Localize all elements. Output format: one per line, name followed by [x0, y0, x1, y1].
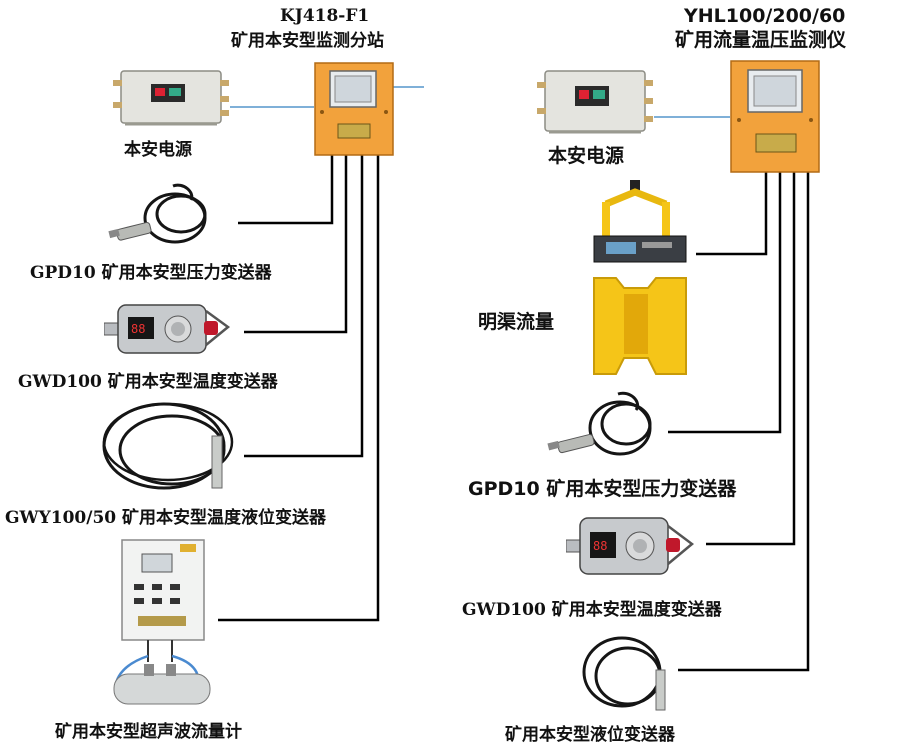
wire-right-flume [696, 172, 768, 256]
temperature-transmitter-icon: 88 [565, 510, 706, 584]
left-station-title: KJ418-F1 [280, 6, 370, 26]
right-power-label: 本安电源 [548, 145, 625, 167]
ultrasonic-flowmeter-icon [108, 536, 218, 714]
pressure-sensor-cable-icon [103, 180, 223, 256]
monitoring-instrument-device [730, 60, 820, 173]
wire-right-gpd10 [668, 172, 782, 434]
level-sensor-cable-icon [98, 396, 246, 500]
left-power-label: 本安电源 [124, 140, 192, 160]
right-flume-label: 明渠流量 [478, 311, 555, 333]
pressure-sensor-cable-icon [544, 388, 668, 468]
left-gpd10-label: GPD10 矿用本安型压力变送器 [30, 263, 272, 283]
svg-text:88: 88 [131, 322, 145, 336]
left-gwd100-label: GWD100 矿用本安型温度变送器 [18, 372, 278, 392]
power-supply-box-icon [537, 66, 655, 142]
left-station-subtitle: 矿用本安型监测分站 [231, 31, 384, 51]
wire-left-gpd10 [238, 155, 334, 225]
right-station-subtitle: 矿用流量温压监测仪 [675, 29, 847, 51]
wire-right-gwd100 [706, 172, 796, 546]
temperature-transmitter-icon: 88 [103, 297, 244, 363]
right-station-title: YHL100/200/60 [684, 5, 846, 27]
svg-text:88: 88 [593, 539, 607, 553]
open-channel-flume-icon [586, 178, 696, 378]
power-supply-box-icon [113, 66, 231, 132]
wire-right-level [678, 172, 810, 672]
wire-left-flowmeter [218, 155, 380, 622]
monitoring-station-device [314, 62, 394, 156]
right-gwd100-label: GWD100 矿用本安型温度变送器 [462, 600, 722, 620]
wire-left-gwd100 [244, 155, 348, 334]
left-gwy100-label: GWY100/50 矿用本安型温度液位变送器 [5, 508, 327, 528]
wire-left-gwy100 [244, 155, 364, 458]
level-sensor-cable-icon [580, 630, 680, 720]
left-flowmeter-label: 矿用本安型超声波流量计 [55, 722, 242, 742]
right-gpd10-label: GPD10 矿用本安型压力变送器 [468, 478, 737, 500]
right-level-label: 矿用本安型液位变送器 [505, 725, 675, 745]
